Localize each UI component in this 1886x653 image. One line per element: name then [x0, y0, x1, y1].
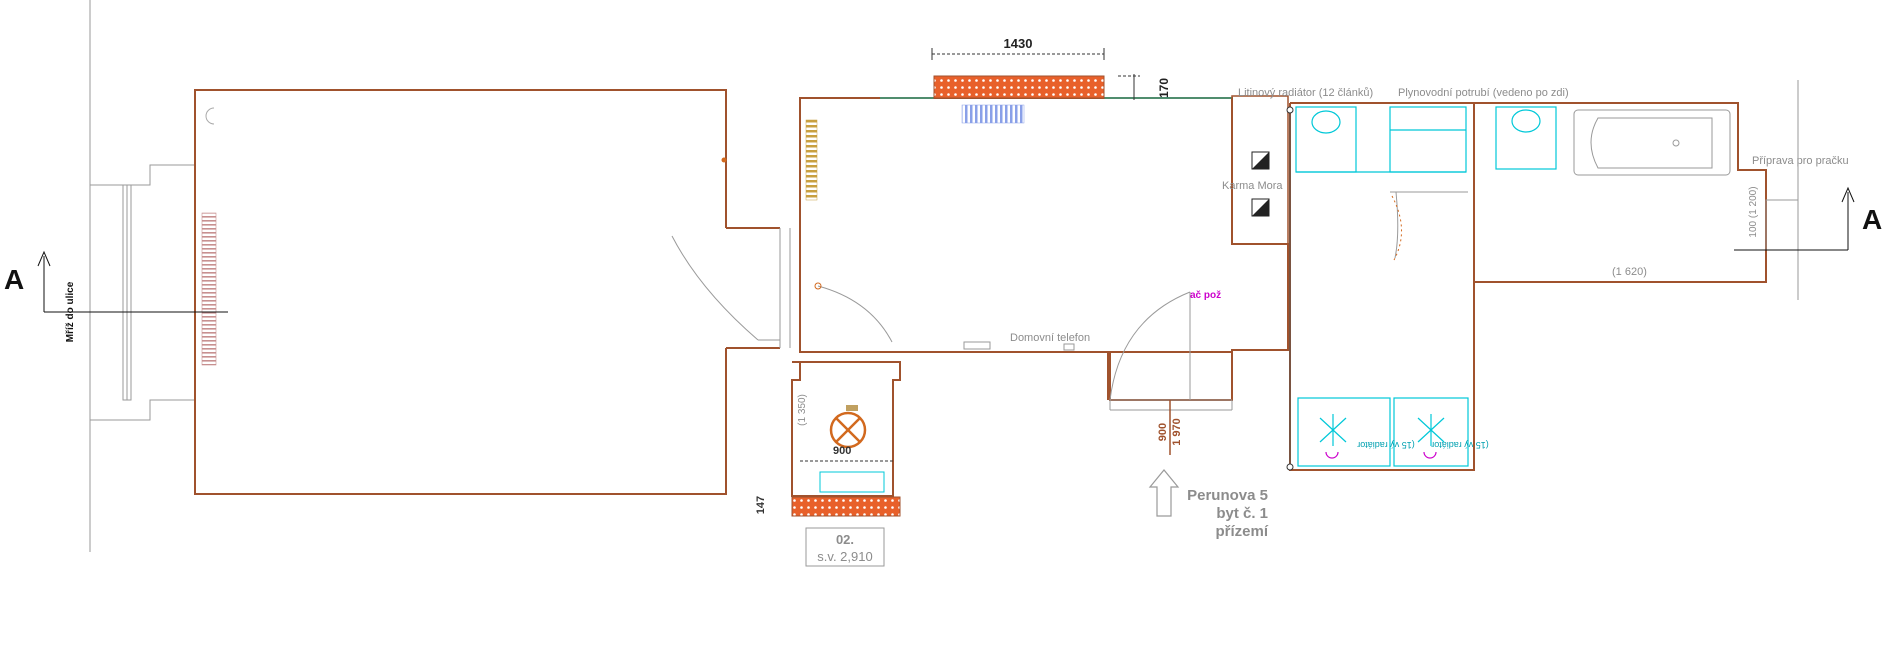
central-room-walls [799, 97, 1289, 401]
domovni-telefon-label: Domovní telefon [1010, 332, 1090, 344]
corner-mark-2 [1286, 463, 1294, 471]
room-02-walls [791, 361, 901, 497]
section-marker-left-label: A [4, 264, 24, 295]
dim-147-label: 147 [755, 496, 767, 514]
address-line-1: Perunova 5 [1187, 487, 1268, 504]
gas-pipe-label: Plynovodní potrubí (vedeno po zdi) [1398, 87, 1569, 99]
washer-outline [1765, 80, 1799, 300]
section-marker-left [37, 250, 228, 313]
entrance-arrow [1148, 469, 1180, 517]
dim-900-label: 900 [833, 445, 851, 457]
heater-grill-left [201, 212, 217, 366]
low-radiator-label-1: (15 vý radiátor [1357, 440, 1415, 450]
bathroom-door [1390, 191, 1468, 261]
lamp-symbol [205, 107, 215, 125]
bath-sink [1495, 106, 1557, 170]
dim-1620-label: (1 620) [1612, 266, 1647, 278]
level-height-label: s.v. 2,910 [817, 549, 872, 564]
telefon-box-2 [1063, 343, 1075, 351]
door-swing-left [671, 228, 791, 348]
dimension-170 [1118, 74, 1140, 100]
door-1970-label: 1 970 [1171, 418, 1183, 446]
street-facade [89, 0, 195, 552]
low-radiators [1319, 414, 1445, 446]
dim-1200-label: 100 (1 200) [1748, 186, 1759, 237]
radiator-top [961, 104, 1025, 124]
address-line-3: přízemí [1215, 523, 1268, 540]
karma-niche [1231, 95, 1289, 245]
bathroom-walls [1289, 102, 1475, 471]
door-900-label: 900 [1157, 423, 1169, 441]
dim-170-label: 170 [1157, 78, 1171, 98]
level-box [805, 527, 885, 567]
karma-label: Karma Mora [1222, 180, 1283, 192]
left-room-walls [194, 89, 780, 495]
radiator-label: Litinový radiátor (12 článků) [1238, 87, 1373, 99]
entrance-door [1109, 291, 1233, 411]
low-radiator-label-2: (15 vý radiátor [1431, 440, 1489, 450]
level-room-label: 02. [836, 532, 854, 547]
fire-label: ač pož [1190, 290, 1221, 301]
magenta-mark-2 [1423, 451, 1437, 459]
mriz-label: Mříž do ulice [65, 281, 76, 342]
boiler-symbol [829, 405, 867, 449]
window-hatch-bottom [791, 496, 901, 517]
window-hatch-top [933, 75, 1105, 99]
radiator-vertical [805, 119, 818, 201]
dim-1430-label: 1430 [1004, 36, 1033, 51]
dim-1350-label: (1 350) [797, 394, 808, 426]
karma-symbol-1-fill [1252, 152, 1269, 169]
section-marker-right-label: A [1862, 204, 1882, 235]
bathroom-fixtures [1295, 106, 1469, 467]
address-line-2: byt č. 1 [1216, 505, 1268, 522]
magenta-mark-1 [1325, 451, 1339, 459]
bath-fixtures [1573, 109, 1731, 176]
bath-room-walls [1474, 102, 1767, 283]
room-02-fixture [819, 471, 885, 493]
wall-mark [721, 157, 727, 163]
pracka-label: Příprava pro pračku [1752, 155, 1849, 167]
section-marker-right [1734, 186, 1855, 251]
dimension-1430 [931, 48, 1105, 60]
karma-symbol-2-fill [1252, 199, 1269, 216]
room-02-door [814, 282, 893, 343]
corner-mark-1 [1286, 106, 1294, 114]
telefon-box [963, 341, 991, 350]
